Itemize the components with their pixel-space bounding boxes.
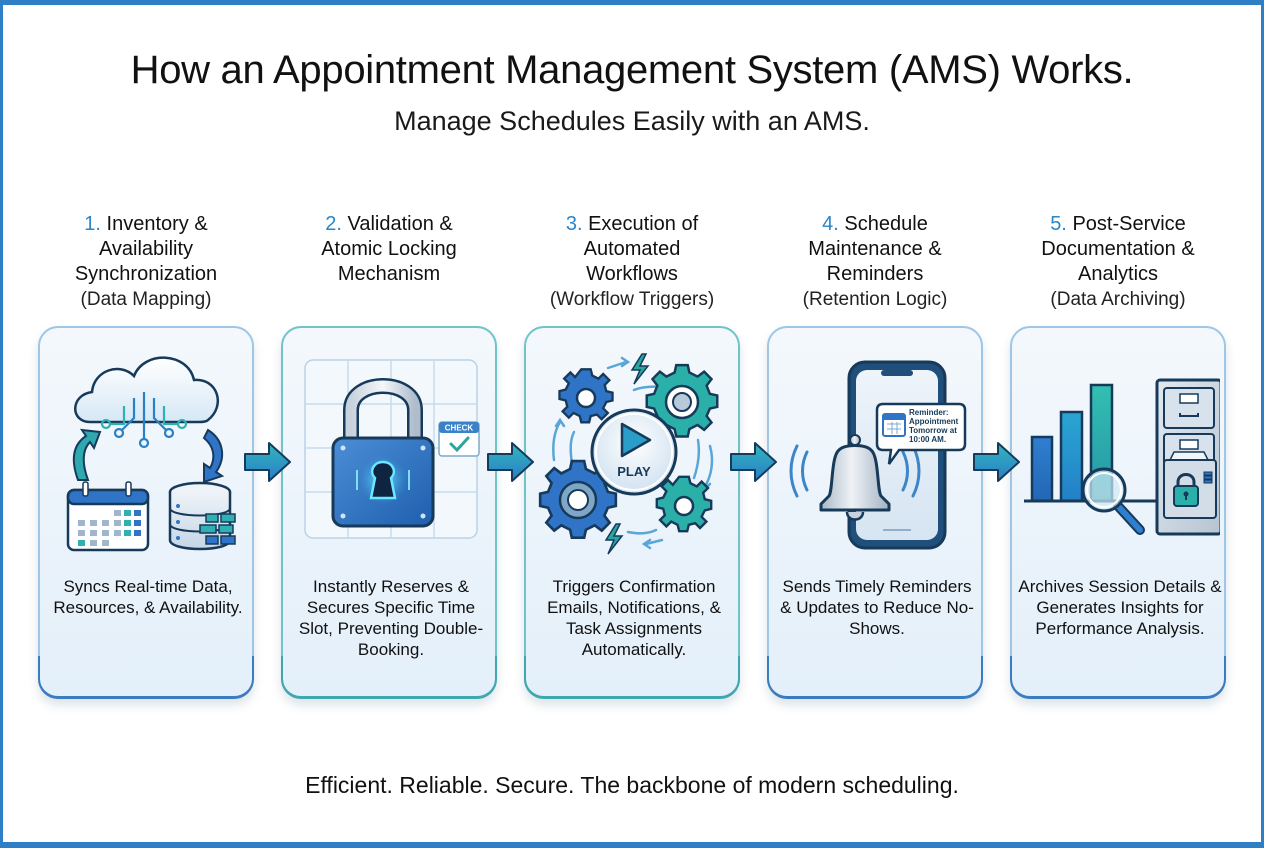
step-description: Archives Session Details & Generates Ins…: [1018, 577, 1222, 638]
step-title-line: Availability: [98, 238, 194, 260]
check-badge-label: CHECK: [445, 424, 474, 433]
step-description: Sends Timely Reminders & Updates to Redu…: [780, 577, 974, 638]
play-label: PLAY: [617, 464, 651, 479]
step-title-line: Atomic Locking: [321, 238, 457, 260]
step-description: Instantly Reserves & Secures Specific Ti…: [298, 577, 484, 659]
step-subtitle: (Data Mapping): [80, 289, 212, 310]
step-subtitle: (Workflow Triggers): [549, 289, 715, 310]
step-number: 3.: [565, 213, 583, 235]
step-title-line: Documentation &: [1041, 238, 1195, 260]
step-title-line: Automated: [583, 238, 681, 260]
step-title-line: Post-Service: [1072, 213, 1186, 235]
step-number: 2.: [325, 213, 342, 235]
bar-chart-file-cabinet-icon: [1024, 378, 1220, 536]
step-title-line: Inventory &: [106, 213, 208, 235]
step-description: Syncs Real-time Data, Resources, & Avail…: [53, 577, 243, 617]
step-2-card: CHECK Instantly Reserves & Secures Speci…: [281, 326, 497, 699]
step-number: 5.: [1050, 213, 1067, 235]
reminder-text-line: Appointment: [909, 417, 959, 426]
step-title-line: Reminders: [826, 263, 924, 285]
step-number: 1.: [84, 213, 101, 235]
step-subtitle: (Retention Logic): [802, 289, 948, 310]
step-4-card: Reminder: Appointment Tomorrow at 10:00 …: [767, 326, 983, 699]
step-5-heading: 5. Post-Service Documentation & Analytic…: [1003, 212, 1233, 312]
step-title-line: Synchronization: [74, 263, 218, 285]
bar-chart-bar: [1059, 410, 1084, 503]
page-subtitle: Manage Schedules Easily with an AMS.: [394, 106, 870, 136]
padlock-grid-check-icon: CHECK: [304, 359, 480, 539]
step-subtitle: (Data Archiving): [1050, 289, 1186, 310]
step-title-line: Maintenance &: [808, 238, 942, 260]
step-title-line: Validation &: [347, 213, 453, 235]
page-title: How an Appointment Management System (AM…: [130, 48, 1134, 92]
step-2-heading: 2. Validation & Atomic Locking Mechanism: [274, 212, 504, 287]
flow-arrow-icon: [973, 442, 1020, 482]
reminder-text-line: 10:00 AM.: [909, 435, 946, 444]
gears-play-icon: PLAY: [538, 353, 719, 555]
reminder-text-line: Reminder:: [909, 408, 949, 417]
flow-arrow-icon: [487, 442, 534, 482]
step-1-card: Syncs Real-time Data, Resources, & Avail…: [38, 326, 254, 699]
reminder-text-line: Tomorrow at: [909, 426, 957, 435]
step-number: 4.: [822, 213, 839, 235]
cloud-sync-calendar-database-icon: [66, 356, 236, 552]
footer-tagline: Efficient. Reliable. Secure. The backbon…: [305, 772, 959, 798]
bar-chart-bar: [1030, 435, 1054, 503]
step-title-line: Mechanism: [337, 263, 441, 285]
step-description: Triggers Confirmation Emails, Notificati…: [547, 577, 721, 659]
flow-arrow-icon: [730, 442, 777, 482]
step-1-heading: 1. Inventory & Availability Synchronizat…: [31, 212, 261, 312]
step-3-heading: 3. Execution of Automated Workflows (Wor…: [517, 212, 747, 312]
flow-arrow-icon: [244, 442, 291, 482]
step-3-card: PLAY Triggers Confirmation Emails, Notif…: [524, 326, 740, 699]
step-4-heading: 4. Schedule Maintenance & Reminders (Ret…: [760, 212, 990, 312]
phone-bell-reminder-icon: Reminder: Appointment Tomorrow at 10:00 …: [789, 360, 967, 550]
step-title-line: Execution of: [588, 213, 699, 235]
step-5-card: Archives Session Details & Generates Ins…: [1010, 326, 1226, 699]
step-title-line: Schedule: [844, 213, 928, 235]
step-title-line: Workflows: [586, 263, 678, 285]
step-title-line: Analytics: [1077, 263, 1159, 285]
